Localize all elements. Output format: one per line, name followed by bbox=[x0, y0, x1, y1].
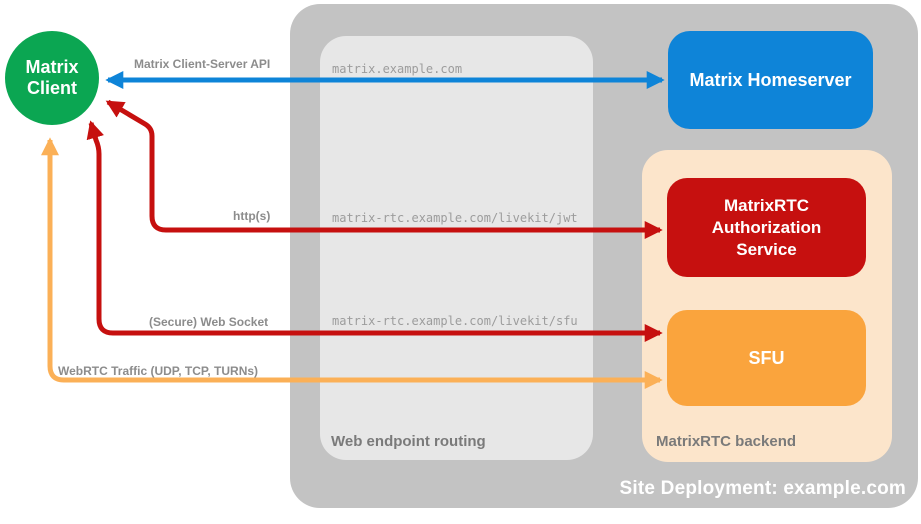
matrixrtc-authorization-service-node: MatrixRTC Authorization Service bbox=[667, 178, 866, 277]
matrix-client-node: Matrix Client bbox=[5, 31, 99, 125]
matrix-client-label-line1: Matrix bbox=[25, 57, 79, 77]
web-endpoint-routing-label: Web endpoint routing bbox=[331, 433, 486, 450]
sfu-label: SFU bbox=[748, 347, 785, 368]
arrow-label-webrtc-traffic: WebRTC Traffic (UDP, TCP, TURNs) bbox=[58, 364, 259, 378]
auth-service-label-line2: Authorization bbox=[711, 217, 822, 237]
route-matrix-example-com: matrix.example.com bbox=[332, 62, 463, 76]
route-livekit-jwt: matrix-rtc.example.com/livekit/jwt bbox=[332, 211, 578, 225]
matrix-client-label-line2: Client bbox=[26, 78, 77, 98]
arrow-label-https: http(s) bbox=[233, 209, 271, 223]
web-endpoint-routing-panel: matrix.example.com matrix-rtc.example.co… bbox=[320, 36, 593, 460]
sfu-node: SFU bbox=[667, 310, 866, 406]
auth-service-label-line1: MatrixRTC bbox=[723, 195, 809, 215]
site-deployment-container: matrix.example.com matrix-rtc.example.co… bbox=[290, 4, 918, 508]
matrixrtc-backend-label: MatrixRTC backend bbox=[656, 433, 797, 450]
matrix-homeserver-node: Matrix Homeserver bbox=[668, 31, 873, 129]
route-livekit-sfu: matrix-rtc.example.com/livekit/sfu bbox=[332, 314, 578, 328]
matrix-homeserver-label: Matrix Homeserver bbox=[689, 69, 852, 90]
arrow-label-client-server-api: Matrix Client-Server API bbox=[134, 57, 271, 71]
auth-service-label-line3: Service bbox=[736, 239, 797, 259]
site-deployment-label: Site Deployment: example.com bbox=[619, 478, 906, 499]
arrow-label-web-socket: (Secure) Web Socket bbox=[149, 315, 269, 329]
